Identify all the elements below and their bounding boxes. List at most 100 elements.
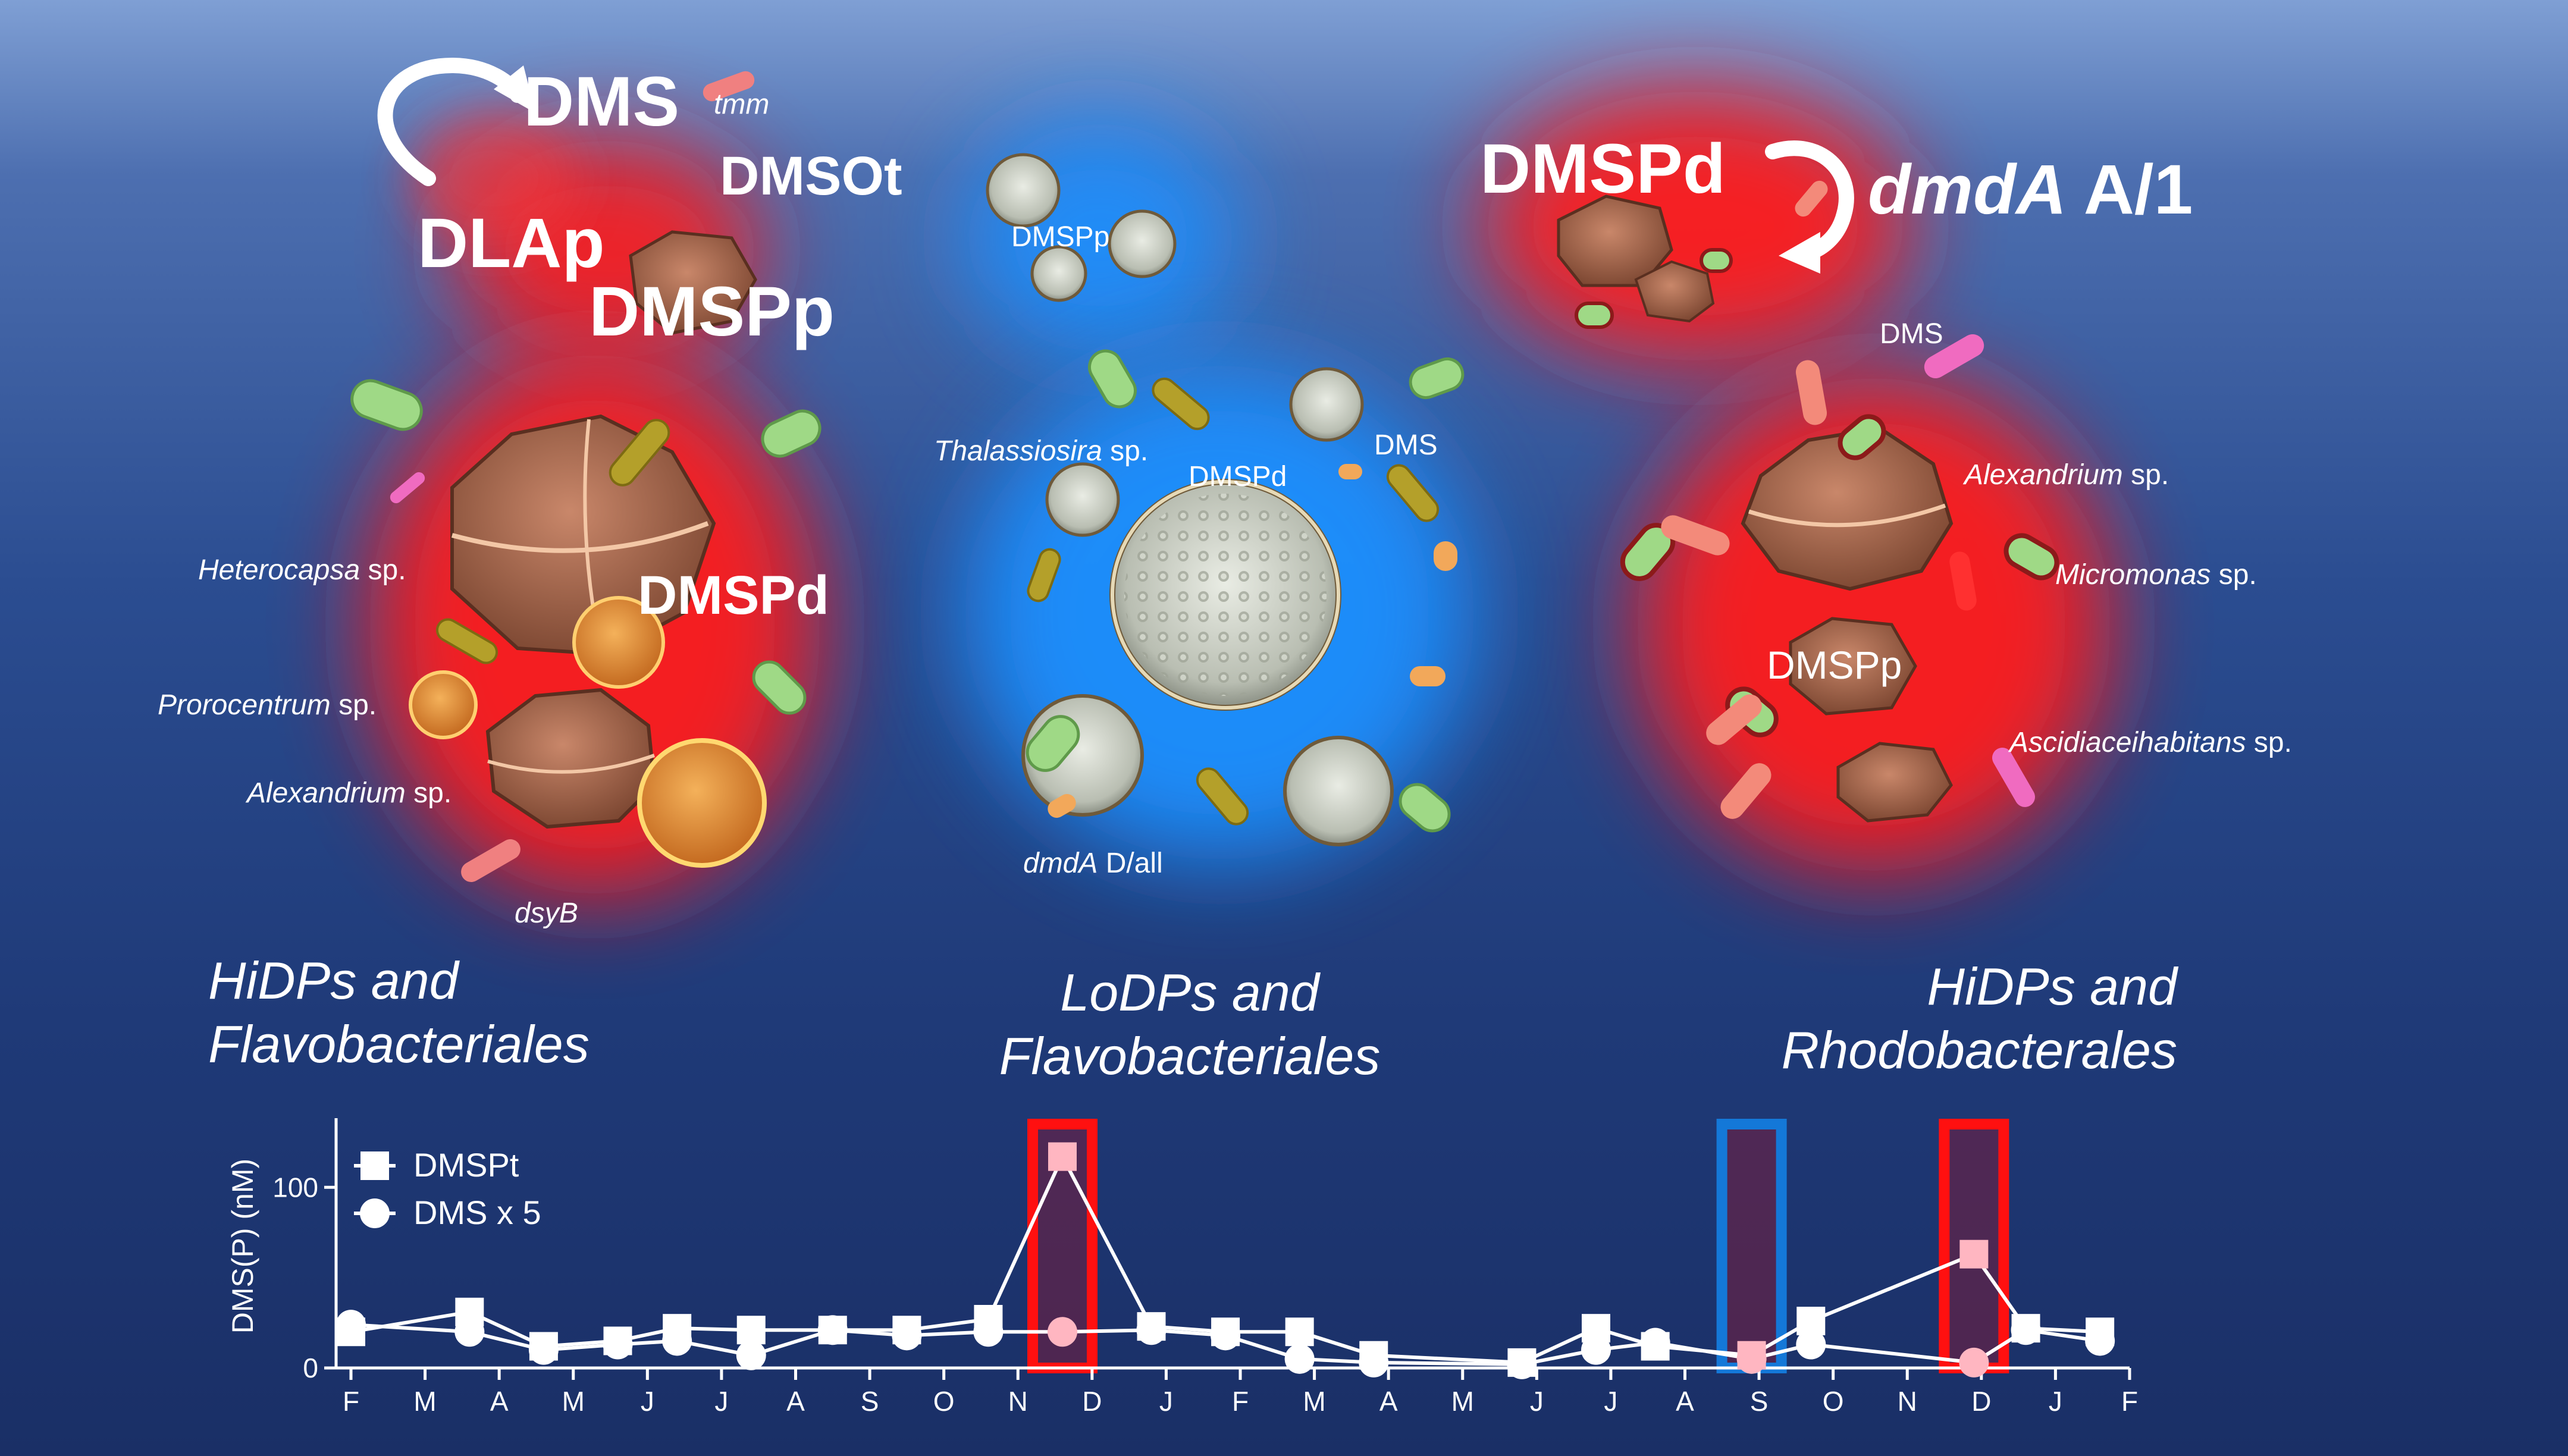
x-tick-label-8: O: [933, 1386, 955, 1417]
ascidiaceihabitans-sp: sp.: [2253, 727, 2292, 758]
prorocentrum-sp: sp.: [338, 689, 377, 721]
legend-circle-marker: [360, 1198, 390, 1228]
chart-axes: [324, 1118, 2131, 1380]
label-dmspp-right: DMSPp: [1767, 643, 1902, 687]
dms-point-16: [1640, 1328, 1670, 1358]
chart-lines: [350, 1154, 2100, 1366]
label-dmspd-center: DMSPd: [1189, 461, 1287, 492]
label-tmm: tmm: [714, 89, 770, 120]
label-dmda-dall: dmdA D/all: [1023, 849, 1163, 878]
dms-point-9: [1048, 1317, 1077, 1347]
x-tick-label-13: M: [1303, 1386, 1325, 1417]
dms-point-12: [1284, 1344, 1315, 1374]
series-line-1: [350, 1323, 2100, 1366]
chart-marks: [336, 1142, 2115, 1379]
title-right-line1: HiDPs and: [1927, 957, 2177, 1016]
title-left-line2: Flavobacteriales: [208, 1015, 590, 1074]
dms-point-21: [2085, 1326, 2115, 1356]
dmspt-point-19: [1959, 1240, 1989, 1269]
title-left-line1: HiDPs and: [208, 951, 459, 1010]
heterocapsa-sp: sp.: [368, 554, 406, 586]
label-dmspp-center: DMSPp: [1011, 221, 1110, 253]
label-dlap: DLAp: [418, 204, 605, 283]
dms-point-7: [892, 1320, 922, 1351]
highlight-box-2: [1939, 1119, 2009, 1373]
dms-point-11: [1211, 1320, 1241, 1351]
title-center-line2: Flavobacteriales: [999, 1027, 1381, 1086]
dinoflagellate-small: [629, 230, 757, 335]
dms-point-15: [1581, 1335, 1611, 1365]
label-dms-center: DMS: [1374, 429, 1438, 461]
thalassiosira-sp: sp.: [1110, 435, 1149, 467]
label-alexandrium-right: Alexandrium sp.: [1964, 461, 2169, 489]
x-tick-label-6: A: [786, 1386, 805, 1417]
title-right: HiDPs and Rhodobacterales: [1761, 955, 2177, 1082]
label-micromonas: Micromonas sp.: [2055, 561, 2257, 589]
alexandrium-left-sp: sp.: [413, 777, 452, 809]
x-tick-label-19: S: [1750, 1386, 1769, 1417]
alexandrium-left-name: Alexandrium: [247, 777, 406, 809]
dinoflagellates-right: [1557, 194, 1954, 823]
dms-point-5: [736, 1340, 766, 1370]
label-dmspd-left: DMSPd: [638, 565, 829, 626]
dms-point-6: [817, 1315, 848, 1345]
legend-label-1: DMS x 5: [413, 1194, 541, 1231]
label-dms-top-left: DMS: [523, 62, 680, 141]
x-tick-label-9: N: [1008, 1386, 1028, 1417]
dms-point-1: [454, 1317, 485, 1347]
dmspt-point-12: [1285, 1317, 1314, 1347]
dms-point-18: [1796, 1329, 1826, 1360]
y-tick-label-1: 100: [272, 1172, 318, 1203]
dms-point-0: [336, 1310, 366, 1340]
label-dsyb: dsyB: [515, 898, 578, 929]
x-tick-label-17: J: [1604, 1386, 1617, 1417]
legend-label-0: DMSPt: [413, 1146, 519, 1184]
thalassiosira-name: Thalassiosira: [934, 435, 1102, 467]
heterocapsa-name: Heterocapsa: [198, 554, 360, 586]
dms-point-2: [528, 1335, 559, 1365]
x-tick-label-24: F: [2121, 1386, 2138, 1417]
micromonas-sp: sp.: [2218, 559, 2257, 591]
dms-point-17: [1736, 1344, 1767, 1374]
x-tick-label-5: J: [714, 1386, 728, 1417]
label-dmsot: DMSOt: [720, 146, 902, 206]
x-tick-label-12: F: [1232, 1386, 1249, 1417]
title-center-line1: LoDPs and: [1060, 963, 1319, 1022]
dms-point-4: [662, 1326, 692, 1356]
prorocentrum-name: Prorocentrum: [158, 689, 331, 721]
recycle-arrow-left: [377, 57, 535, 186]
y-axis-label: DMS(P) (nM): [226, 1159, 259, 1333]
title-right-line2: Rhodobacterales: [1781, 1021, 2177, 1080]
x-tick-label-15: M: [1451, 1386, 1474, 1417]
title-center: LoDPs and Flavobacteriales: [970, 961, 1410, 1088]
alexandrium-right-name: Alexandrium: [1964, 459, 2123, 491]
dms-point-3: [603, 1329, 633, 1360]
x-tick-label-20: O: [1823, 1386, 1844, 1417]
dms-point-13: [1359, 1347, 1389, 1377]
heterocapsa-blobs: [409, 596, 767, 868]
legend-square-marker: [360, 1151, 389, 1180]
x-tick-label-14: A: [1379, 1386, 1398, 1417]
x-tick-label-3: M: [562, 1386, 585, 1417]
x-tick-label-22: D: [1971, 1386, 1991, 1417]
label-dmspd-right: DMSPd: [1480, 130, 1726, 208]
dinoflagellate-medium: [485, 688, 657, 829]
micromonas-name: Micromonas: [2055, 559, 2211, 591]
x-tick-label-7: S: [861, 1386, 879, 1417]
dms-point-19: [1959, 1347, 1989, 1377]
bacteria-center: [1026, 349, 1465, 833]
a1-text: A/1: [2083, 150, 2193, 229]
dms-point-14: [1507, 1349, 1537, 1379]
label-heterocapsa: Heterocapsa sp.: [198, 556, 406, 585]
dmda-right-name: dmdA: [1868, 150, 2067, 229]
x-tick-label-18: A: [1676, 1386, 1694, 1417]
alexandrium-right-sp: sp.: [2131, 459, 2169, 491]
dall-text: D/all: [1105, 848, 1163, 879]
label-ascidiaceihabitans: Ascidiaceihabitans sp.: [2009, 729, 2292, 757]
x-tick-label-1: M: [413, 1386, 436, 1417]
x-tick-label-23: J: [2049, 1386, 2062, 1417]
